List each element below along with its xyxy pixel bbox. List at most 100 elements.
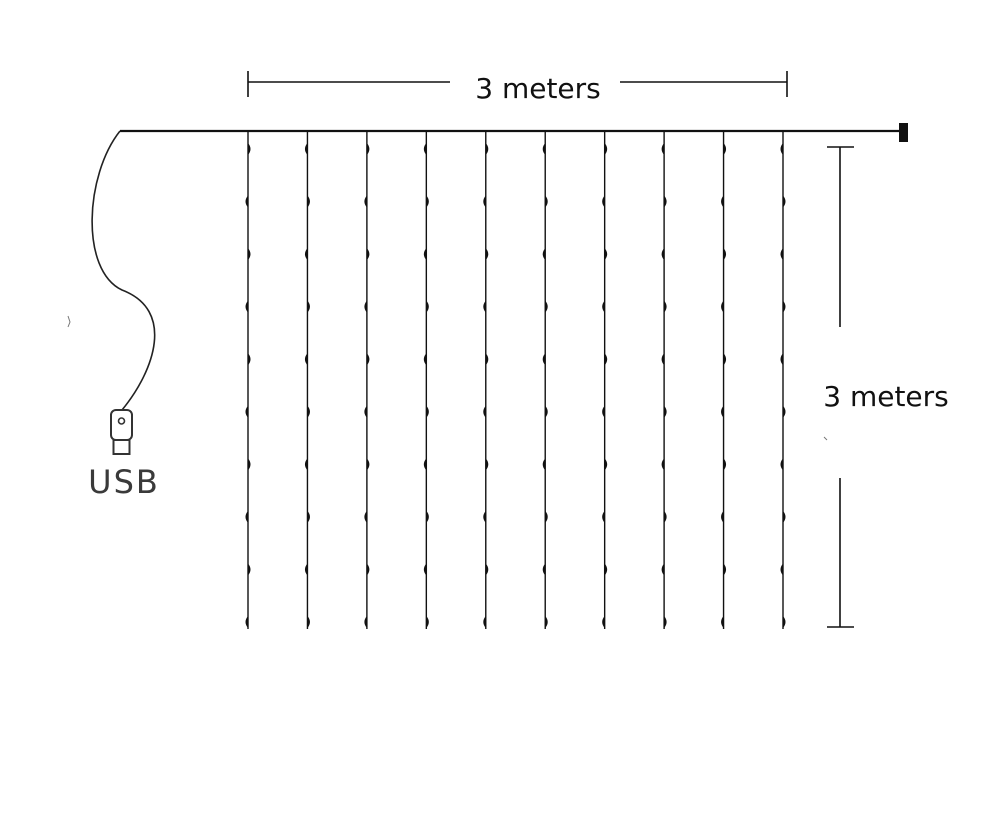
bulb bbox=[245, 195, 248, 208]
bulb bbox=[483, 616, 486, 628]
bulb bbox=[783, 405, 786, 418]
height-dimension: 3 meters bbox=[823, 146, 949, 628]
bulb bbox=[723, 353, 727, 366]
bulb bbox=[307, 616, 310, 628]
bulb bbox=[723, 563, 727, 576]
bulb bbox=[664, 510, 667, 523]
bulb bbox=[723, 143, 727, 155]
bulb bbox=[661, 563, 665, 576]
width-dimension-label: 3 meters bbox=[475, 72, 601, 105]
light-strand bbox=[364, 131, 370, 629]
bulb bbox=[307, 195, 310, 208]
bulb bbox=[661, 458, 665, 471]
bulb bbox=[483, 300, 486, 313]
bulb bbox=[545, 510, 548, 523]
bulb bbox=[304, 563, 308, 576]
bulb bbox=[426, 195, 429, 208]
bulb bbox=[248, 563, 251, 576]
bulb bbox=[545, 616, 548, 628]
bulb bbox=[304, 143, 308, 155]
bulb bbox=[780, 563, 783, 576]
bulb bbox=[780, 143, 783, 155]
bulb bbox=[423, 143, 427, 155]
bulb bbox=[364, 510, 367, 523]
bulb bbox=[542, 458, 546, 471]
usb-plug-icon bbox=[110, 409, 133, 455]
bulb bbox=[423, 248, 427, 261]
bulb bbox=[426, 300, 429, 313]
bulb bbox=[485, 248, 489, 261]
light-strand bbox=[721, 131, 727, 629]
bulb bbox=[307, 510, 310, 523]
bulb bbox=[542, 143, 546, 155]
bulb bbox=[602, 510, 605, 523]
bulb bbox=[364, 300, 367, 313]
bulb bbox=[661, 248, 665, 261]
bulb bbox=[721, 195, 724, 208]
bulb bbox=[664, 300, 667, 313]
bulb bbox=[664, 405, 667, 418]
bulb bbox=[721, 510, 724, 523]
bulb bbox=[780, 353, 783, 366]
stray-mark bbox=[67, 315, 71, 328]
bulb bbox=[542, 563, 546, 576]
bulb bbox=[245, 510, 248, 523]
height-dimension-label: 3 meters bbox=[823, 380, 949, 413]
bulb bbox=[545, 300, 548, 313]
bulb bbox=[604, 248, 608, 261]
bulb bbox=[542, 248, 546, 261]
bulb bbox=[423, 353, 427, 366]
light-strand bbox=[602, 131, 608, 629]
bulb bbox=[783, 510, 786, 523]
bulb bbox=[721, 616, 724, 628]
bulb bbox=[721, 405, 724, 418]
bulb bbox=[604, 458, 608, 471]
bulb bbox=[248, 458, 251, 471]
usb-cable bbox=[91, 130, 156, 411]
bulb bbox=[423, 458, 427, 471]
light-strand bbox=[304, 131, 310, 629]
bulb bbox=[366, 143, 370, 155]
bulb bbox=[602, 405, 605, 418]
bulb bbox=[483, 195, 486, 208]
bulb bbox=[423, 563, 427, 576]
bulb bbox=[366, 458, 370, 471]
bulb bbox=[248, 143, 251, 155]
bulb bbox=[602, 195, 605, 208]
bulb bbox=[485, 563, 489, 576]
bulb bbox=[783, 300, 786, 313]
usb-label: USB bbox=[88, 463, 160, 501]
bulb bbox=[364, 195, 367, 208]
bulb bbox=[307, 405, 310, 418]
bulb bbox=[485, 143, 489, 155]
bulb bbox=[304, 353, 308, 366]
bulb bbox=[248, 248, 251, 261]
bulb bbox=[485, 458, 489, 471]
bulb bbox=[545, 195, 548, 208]
bulb bbox=[664, 616, 667, 628]
bulb bbox=[304, 458, 308, 471]
bulb bbox=[783, 195, 786, 208]
bulb bbox=[245, 616, 248, 628]
bulb bbox=[661, 143, 665, 155]
bulb bbox=[602, 300, 605, 313]
bulb bbox=[307, 300, 310, 313]
bulb bbox=[664, 195, 667, 208]
bulb bbox=[602, 616, 605, 628]
bulb bbox=[721, 300, 724, 313]
bulb bbox=[723, 458, 727, 471]
light-strand bbox=[661, 131, 667, 629]
bulb bbox=[545, 405, 548, 418]
bulb bbox=[364, 616, 367, 628]
stray-mark bbox=[823, 436, 828, 441]
bulb bbox=[783, 616, 786, 628]
bulb bbox=[483, 405, 486, 418]
bulb bbox=[245, 405, 248, 418]
bulb bbox=[245, 300, 248, 313]
bulb bbox=[248, 353, 251, 366]
light-strand bbox=[423, 131, 429, 629]
light-strand bbox=[245, 131, 251, 629]
bulb bbox=[780, 458, 783, 471]
